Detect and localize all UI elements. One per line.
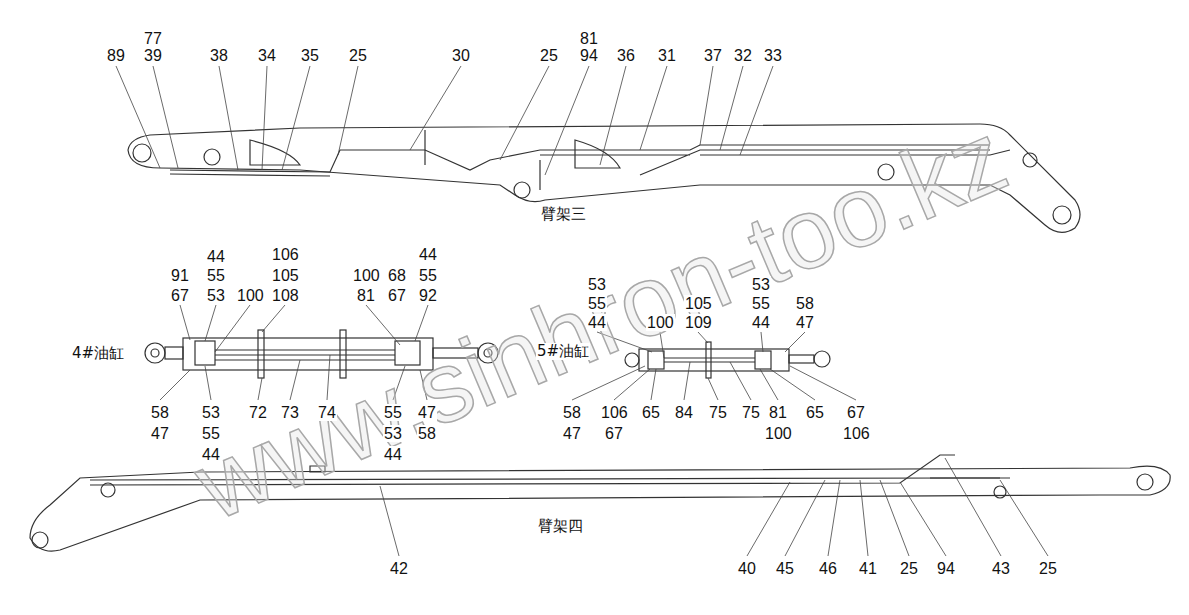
callout-number: 75 xyxy=(741,404,761,421)
callout-number: 35 xyxy=(300,47,320,64)
callout-number: 92 xyxy=(418,287,438,304)
callout-number: 39 xyxy=(143,47,163,64)
callout-number: 58 xyxy=(795,295,815,312)
callout-number: 106 xyxy=(600,404,629,421)
callout-number: 55 xyxy=(418,267,438,284)
callout-number: 100 xyxy=(764,425,793,442)
callout-number: 33 xyxy=(763,47,783,64)
callout-number: 55 xyxy=(751,295,771,312)
callout-number: 38 xyxy=(209,47,229,64)
callout-number: 75 xyxy=(708,404,728,421)
callout-number: 55 xyxy=(201,425,221,442)
callout-number: 25 xyxy=(348,47,368,64)
callout-number: 55 xyxy=(383,404,403,421)
callout-number: 44 xyxy=(383,446,403,463)
callout-number: 47 xyxy=(795,314,815,331)
callout-number: 25 xyxy=(899,560,919,577)
callout-number: 30 xyxy=(451,47,471,64)
callout-number: 47 xyxy=(417,404,437,421)
callout-number: 53 xyxy=(587,276,607,293)
callout-number: 58 xyxy=(562,404,582,421)
callout-number: 55 xyxy=(587,295,607,312)
callout-number: 100 xyxy=(646,314,675,331)
callout-number: 47 xyxy=(562,425,582,442)
callout-number: 91 xyxy=(170,267,190,284)
callout-number: 77 xyxy=(143,30,163,47)
callout-number: 45 xyxy=(775,560,795,577)
callout-number: 74 xyxy=(317,404,337,421)
callout-number: 105 xyxy=(684,295,713,312)
callout-number: 40 xyxy=(737,560,757,577)
callout-number: 37 xyxy=(703,47,723,64)
callout-number: 81 xyxy=(579,30,599,47)
callout-number: 67 xyxy=(604,425,624,442)
callout-number: 106 xyxy=(842,425,871,442)
part-name: 5#油缸 xyxy=(536,343,590,360)
callout-number: 72 xyxy=(248,404,268,421)
callout-number: 67 xyxy=(170,287,190,304)
callout-number: 53 xyxy=(751,276,771,293)
part-name: 4#油缸 xyxy=(71,345,125,362)
callout-number: 58 xyxy=(150,404,170,421)
part-name: 臂架四 xyxy=(537,518,584,535)
callout-number: 94 xyxy=(579,47,599,64)
callout-number: 53 xyxy=(383,425,403,442)
callout-number: 44 xyxy=(201,446,221,463)
callout-number: 73 xyxy=(280,404,300,421)
callout-number: 53 xyxy=(201,404,221,421)
callout-number: 43 xyxy=(991,560,1011,577)
callout-number: 46 xyxy=(818,560,838,577)
callout-number: 65 xyxy=(805,404,825,421)
callout-number: 100 xyxy=(352,267,381,284)
callout-number: 94 xyxy=(936,560,956,577)
part-name: 臂架三 xyxy=(540,206,587,223)
callout-number: 89 xyxy=(106,47,126,64)
callout-number: 100 xyxy=(236,287,265,304)
callout-number: 44 xyxy=(751,314,771,331)
callout-number: 81 xyxy=(356,287,376,304)
callout-number: 32 xyxy=(733,47,753,64)
callout-number: 41 xyxy=(858,560,878,577)
callout-number: 47 xyxy=(150,425,170,442)
callout-number: 44 xyxy=(206,248,226,265)
callout-number: 53 xyxy=(206,287,226,304)
callout-number: 34 xyxy=(257,47,277,64)
callout-number: 42 xyxy=(389,560,409,577)
callout-number: 31 xyxy=(657,47,677,64)
callout-number: 44 xyxy=(418,246,438,263)
callout-number: 36 xyxy=(616,47,636,64)
callout-number: 58 xyxy=(417,425,437,442)
callout-number: 81 xyxy=(768,404,788,421)
callout-number: 105 xyxy=(271,267,300,284)
callout-number: 67 xyxy=(387,287,407,304)
callout-number: 84 xyxy=(674,404,694,421)
callout-number: 44 xyxy=(587,314,607,331)
callout-number: 25 xyxy=(1038,560,1058,577)
callout-number: 68 xyxy=(387,267,407,284)
callout-number: 67 xyxy=(846,404,866,421)
callout-number: 65 xyxy=(641,404,661,421)
callout-number: 109 xyxy=(684,314,713,331)
callout-number: 25 xyxy=(539,47,559,64)
callout-number: 106 xyxy=(271,246,300,263)
callout-number: 55 xyxy=(206,267,226,284)
callout-number: 108 xyxy=(271,287,300,304)
